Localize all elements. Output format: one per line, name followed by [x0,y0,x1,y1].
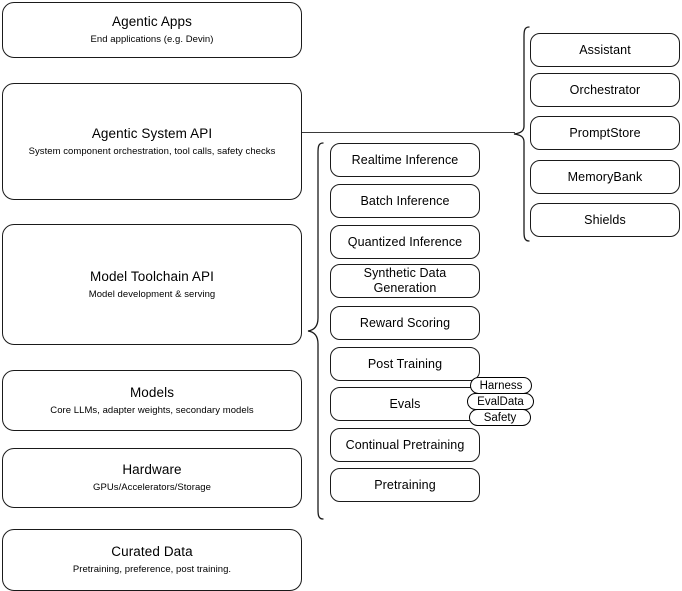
toolchain-item-continual-pretraining[interactable]: Continual Pretraining [330,428,480,462]
layer-subtitle-hardware: GPUs/Accelerators/Storage [93,482,211,493]
toolchain-item-label: Reward Scoring [359,315,451,330]
toolchain-item-label: Post Training [367,356,443,371]
brace-model-toolchain-items [306,142,324,520]
agentic-system-item-label: PromptStore [569,125,641,140]
layer-subtitle-curated-data: Pretraining, preference, post training. [72,564,232,575]
layer-box-agentic-system-api[interactable]: Agentic System API System component orch… [2,83,302,200]
agentic-system-item-label: Orchestrator [569,82,641,97]
agentic-system-item-memorybank[interactable]: MemoryBank [530,160,680,194]
toolchain-item-batch-inference[interactable]: Batch Inference [330,184,480,218]
toolchain-item-label: Evals [389,396,421,411]
toolchain-item-label: Quantized Inference [347,234,463,249]
toolchain-item-evals[interactable]: Evals [330,387,480,421]
evals-badge-label: Safety [483,411,517,424]
evals-badge-label: Harness [479,379,523,392]
agentic-system-item-label: MemoryBank [567,169,643,184]
layer-box-agentic-apps[interactable]: Agentic Apps End applications (e.g. Devi… [2,2,302,58]
agentic-system-item-shields[interactable]: Shields [530,203,680,237]
layer-title-agentic-system-api: Agentic System API [91,125,213,141]
layer-subtitle-agentic-apps: End applications (e.g. Devin) [90,34,214,45]
toolchain-item-synthetic-data-generation[interactable]: Synthetic Data Generation [330,264,480,298]
toolchain-item-label: Realtime Inference [351,152,459,167]
agentic-system-item-assistant[interactable]: Assistant [530,33,680,67]
evals-badge-evaldata[interactable]: EvalData [467,393,534,410]
toolchain-item-label: Pretraining [374,477,436,492]
layer-title-curated-data: Curated Data [111,544,193,559]
toolchain-item-pretraining[interactable]: Pretraining [330,468,480,502]
connector-agentic-system-api-to-components [302,132,515,133]
layer-box-model-toolchain-api[interactable]: Model Toolchain API Model development & … [2,224,302,345]
layer-title-hardware: Hardware [122,462,182,477]
agentic-system-item-orchestrator[interactable]: Orchestrator [530,73,680,107]
toolchain-item-realtime-inference[interactable]: Realtime Inference [330,143,480,177]
toolchain-item-post-training[interactable]: Post Training [330,347,480,381]
layer-box-curated-data[interactable]: Curated Data Pretraining, preference, po… [2,529,302,591]
layer-box-hardware[interactable]: Hardware GPUs/Accelerators/Storage [2,448,302,508]
agentic-system-item-label: Assistant [579,42,631,57]
layer-subtitle-agentic-system-api: System component orchestration, tool cal… [28,145,276,157]
brace-agentic-system-items [512,26,530,242]
layer-subtitle-model-toolchain-api: Model development & serving [88,288,216,300]
layer-box-models[interactable]: Models Core LLMs, adapter weights, secon… [2,370,302,431]
layer-title-agentic-apps: Agentic Apps [111,14,192,29]
toolchain-item-label: Continual Pretraining [345,437,465,452]
evals-badge-safety[interactable]: Safety [469,409,531,426]
layer-title-model-toolchain-api: Model Toolchain API [90,268,214,284]
layer-title-models: Models [129,384,175,400]
agentic-system-item-promptstore[interactable]: PromptStore [530,116,680,150]
toolchain-item-reward-scoring[interactable]: Reward Scoring [330,306,480,340]
toolchain-item-quantized-inference[interactable]: Quantized Inference [330,225,480,259]
agentic-system-item-label: Shields [584,212,626,227]
evals-badge-label: EvalData [477,395,524,408]
toolchain-item-label: Batch Inference [360,193,450,208]
toolchain-item-label: Synthetic Data Generation [363,266,447,295]
layer-subtitle-models: Core LLMs, adapter weights, secondary mo… [50,404,254,416]
evals-badge-harness[interactable]: Harness [470,377,532,394]
